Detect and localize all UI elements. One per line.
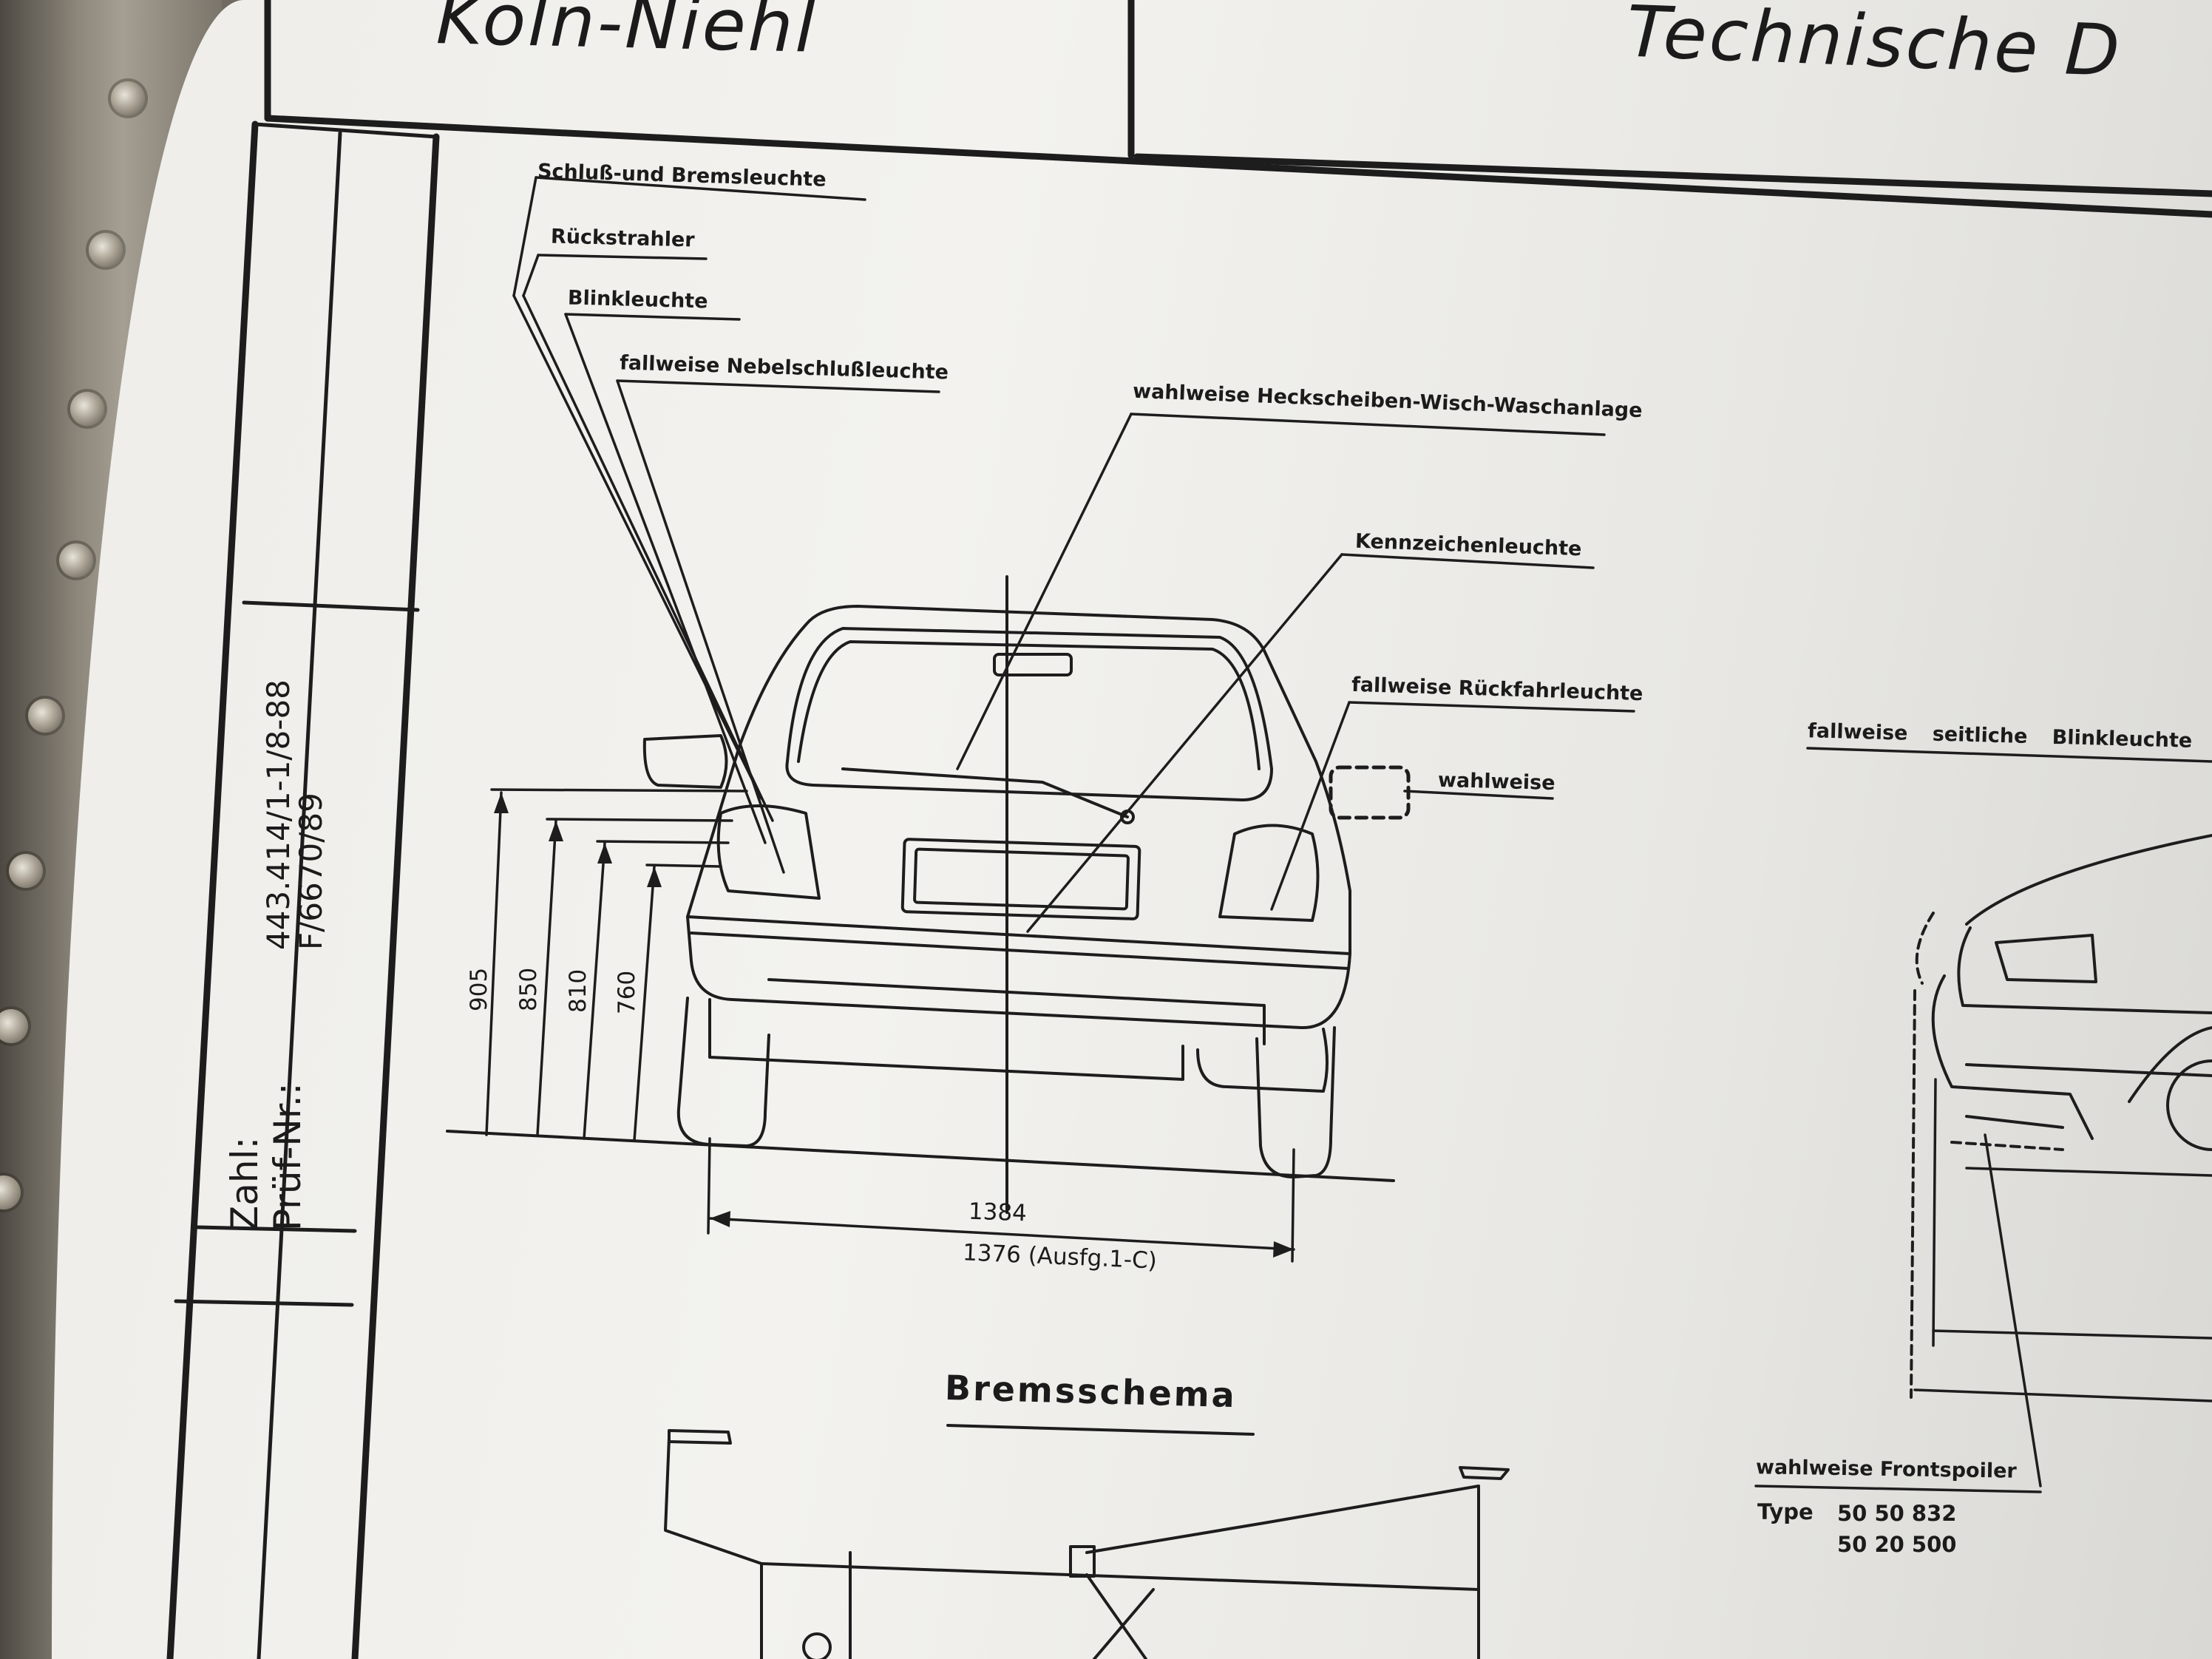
rivet-icon bbox=[89, 233, 123, 267]
height-760: 760 bbox=[614, 970, 640, 1014]
rivet-icon bbox=[28, 699, 62, 733]
zahl-value: 443.414/1-1/8-88 bbox=[260, 679, 296, 950]
brake-scheme-title: Bremsschema bbox=[944, 1367, 1238, 1416]
rivet-icon bbox=[111, 81, 145, 115]
type-value-2: 50 20 500 bbox=[1837, 1532, 1957, 1557]
type-value-1: 50 50 832 bbox=[1837, 1501, 1957, 1526]
height-850: 850 bbox=[515, 967, 542, 1011]
rivet-icon bbox=[0, 1009, 28, 1043]
height-810: 810 bbox=[565, 968, 591, 1013]
label-indicator: Blinkleuchte bbox=[567, 286, 708, 313]
label-front-spoiler: wahlweise Frontspoiler bbox=[1755, 1456, 2017, 1483]
rivet-icon bbox=[59, 543, 93, 577]
header-location: Köln-Niehl bbox=[435, 0, 818, 69]
paper-sheet bbox=[52, 0, 2212, 1659]
label-reflector: Rückstrahler bbox=[550, 225, 695, 252]
label-optional-mirror: wahlweise bbox=[1437, 768, 1555, 795]
rivet-icon bbox=[70, 392, 104, 426]
rivet-icon bbox=[9, 854, 43, 888]
zahl-label: Zahl: bbox=[223, 1136, 266, 1231]
pruef-nr-value: F/6670/89 bbox=[293, 793, 329, 950]
type-label: Type bbox=[1757, 1499, 1814, 1524]
track-width: 1384 bbox=[968, 1198, 1028, 1227]
height-905: 905 bbox=[466, 967, 492, 1011]
pruef-nr-label: Prüf-Nr.: bbox=[266, 1082, 309, 1231]
